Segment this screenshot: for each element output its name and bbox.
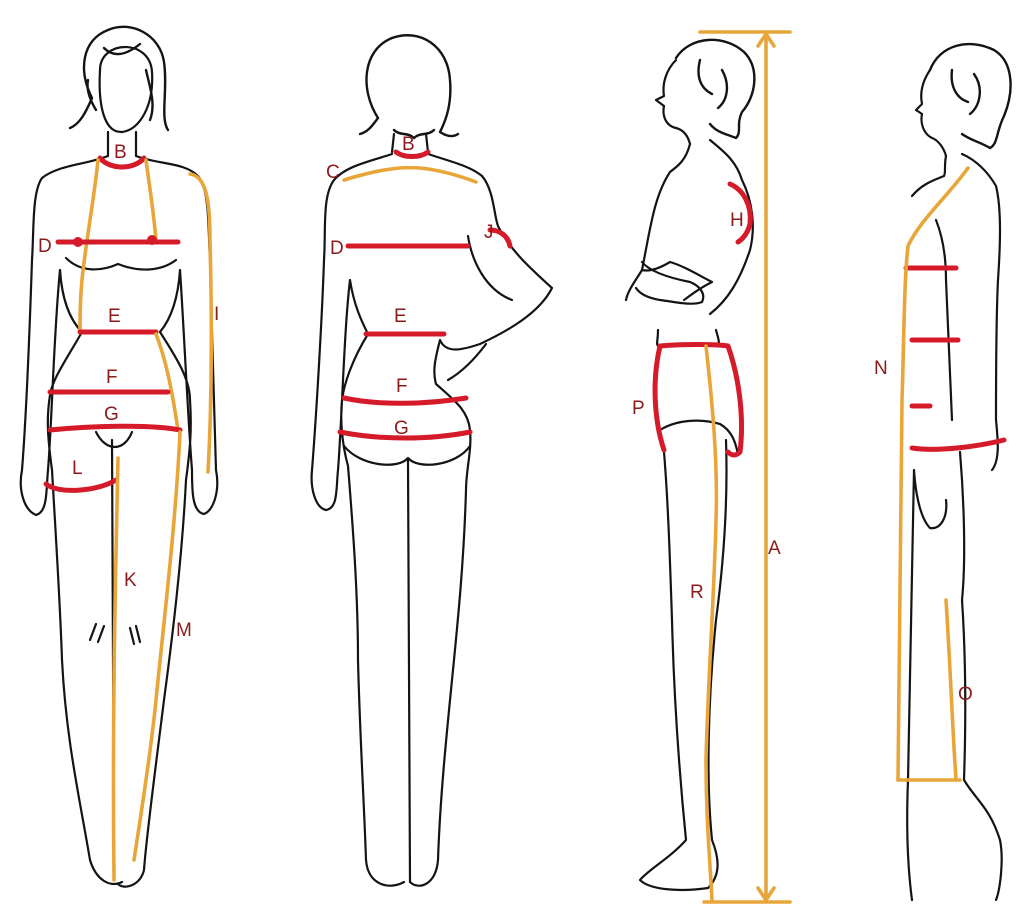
side-left-face	[656, 60, 690, 144]
side-left-hip-P	[655, 345, 741, 456]
side-right-face	[916, 70, 946, 156]
front-label-L: L	[72, 458, 83, 479]
side-right-label-N: N	[874, 358, 888, 379]
side-left-label-A: A	[768, 538, 781, 559]
front-label-I: I	[214, 304, 219, 325]
figure-side-right: N O	[874, 44, 1011, 900]
front-shoulder-to-waist-right	[146, 160, 156, 240]
front-bust-point-right	[147, 235, 157, 245]
back-body	[312, 154, 552, 886]
front-label-K: K	[124, 570, 137, 591]
back-label-D: D	[330, 238, 344, 259]
front-label-D: D	[38, 236, 52, 257]
front-label-E: E	[108, 306, 121, 327]
front-hair	[70, 27, 168, 130]
front-label-M: M	[176, 620, 192, 641]
side-left-hair	[676, 40, 754, 138]
back-hip-girth-F	[344, 398, 466, 403]
front-shoulder-to-waist-left	[80, 160, 98, 330]
back-shoulder-width-C	[344, 168, 476, 182]
front-inseam-K	[113, 458, 118, 880]
figure-back: B C D J E F G	[312, 35, 552, 885]
side-left-folded-arm	[636, 262, 703, 304]
front-label-B: B	[114, 142, 127, 163]
back-label-J: J	[484, 222, 494, 243]
front-seat-girth-G	[50, 426, 180, 430]
back-label-E: E	[394, 306, 407, 327]
side-left-label-R: R	[690, 582, 704, 603]
figure-side-left: H P R A	[626, 32, 790, 902]
figure-front: B D E F G I L K M	[21, 27, 220, 887]
side-right-hair	[930, 44, 1011, 148]
back-label-C: C	[326, 162, 340, 183]
front-crotch	[96, 432, 132, 447]
front-thigh-girth-L	[46, 480, 116, 490]
back-label-F: F	[396, 376, 408, 397]
side-right-length-O	[946, 600, 956, 780]
front-bust-point-left	[73, 237, 83, 247]
front-arm-length-I	[190, 174, 211, 472]
front-side-length-M	[134, 432, 180, 860]
back-label-G: G	[394, 418, 409, 439]
back-label-B: B	[402, 134, 415, 155]
front-head	[100, 47, 153, 132]
side-left-body	[626, 140, 753, 890]
front-waist-to-hip-right	[156, 334, 178, 430]
front-label-F: F	[106, 367, 118, 388]
front-label-G: G	[104, 404, 119, 425]
side-left-label-P: P	[632, 398, 645, 419]
side-right-seat-line	[912, 440, 1004, 449]
front-body	[21, 156, 217, 887]
side-left-label-H: H	[730, 210, 744, 231]
back-hair	[360, 35, 458, 138]
side-right-label-O: O	[958, 684, 973, 705]
